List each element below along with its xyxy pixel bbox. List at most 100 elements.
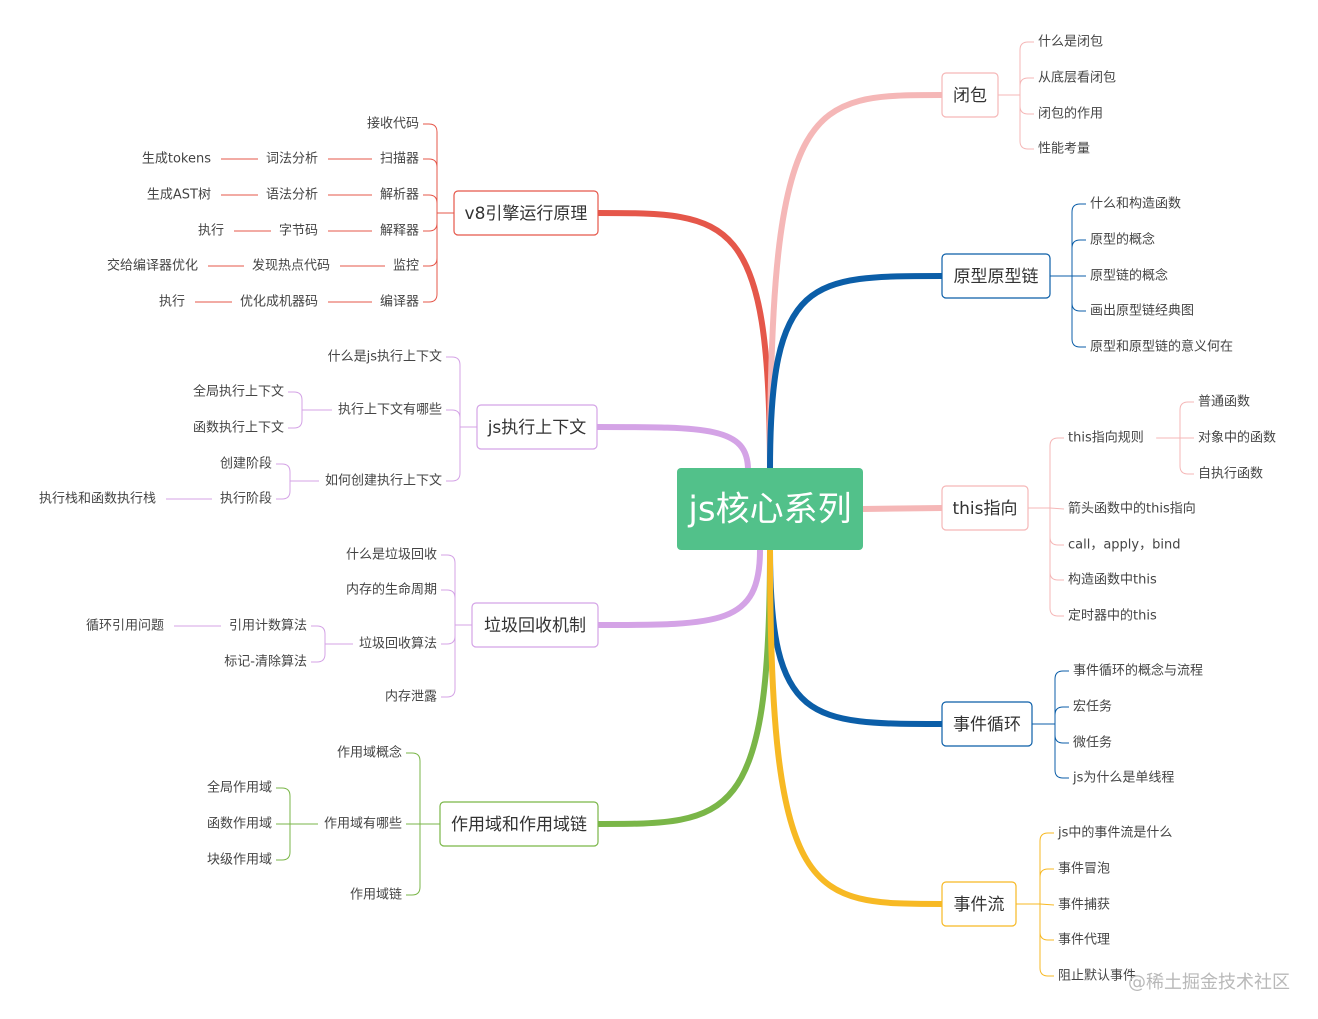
leaf-item: 执行栈和函数执行栈 [39,492,156,507]
subtopic-item: 从底层看闭包 [1038,70,1116,86]
subtopic-item: 什么是垃圾回收 [346,548,437,563]
bracket-connector [441,554,472,698]
root-node[interactable] [677,468,863,550]
topic-this-label: this指向 [952,499,1017,519]
subtopic-item: 阻止默认事件 [1058,968,1136,984]
leaf-item: 发现热点代码 [252,258,330,274]
branch-loop-line [767,547,945,727]
topic-loop-label: 事件循环 [953,715,1021,735]
subtopic-item: this指向规则 [1068,430,1144,446]
subtopic-item: 执行上下文有哪些 [338,403,442,418]
bracket-connector [446,356,477,482]
bracket-connector [276,787,318,861]
bracket-connector [406,752,440,896]
topic-proto[interactable] [941,253,1051,299]
subtopic-item: 什么是js执行上下文 [328,350,442,365]
subtopic-item: 原型的概念 [1090,232,1155,248]
branch-layer [594,92,945,907]
topic-v8-label: v8引擎运行原理 [465,204,588,224]
topic-gc[interactable] [471,602,599,648]
leaf-item: 普通函数 [1198,395,1250,410]
bracket-connector [276,463,319,500]
subtopic-item: 闭包的作用 [1038,106,1103,122]
leaf-item: 词法分析 [266,152,318,167]
leaf-item: 执行阶段 [220,492,272,507]
subtopic-item: js中的事件流是什么 [1057,825,1172,841]
topic-proto-label: 原型原型链 [954,267,1039,287]
branch-this-line [860,505,945,512]
branch-ctx-line [594,424,751,473]
subtopic-item: 定时器中的this [1068,608,1157,624]
topic-v8[interactable] [453,190,599,236]
topic-flow[interactable] [941,881,1017,927]
link-layer [166,41,1194,977]
topic-this[interactable] [941,485,1029,531]
subtopic-item: 扫描器 [380,152,419,167]
leaf-item: 自执行函数 [1198,467,1263,482]
branch-scope-line [595,547,773,827]
subtopic-item: 宏任务 [1073,699,1112,715]
bracket-connector [1156,401,1194,475]
subtopic-item: 事件捕获 [1058,897,1110,913]
subtopic-item: 什么和构造函数 [1090,197,1181,212]
branch-closure-line [767,92,945,473]
subtopic-item: call，apply，bind [1068,538,1180,553]
leaf-item: 字节码 [279,224,318,239]
subtopic-item: 微任务 [1073,735,1112,751]
subtopic-item: 事件循环的概念与流程 [1073,663,1203,679]
topic-ctx-label: js执行上下文 [487,418,587,438]
leaf-item: 循环引用问题 [86,619,164,634]
topic-gc-label: 垃圾回收机制 [484,616,586,636]
topic-closure[interactable] [941,72,999,118]
subtopic-item: 作用域链 [350,888,402,903]
subtopic-item: 原型链的概念 [1090,268,1168,284]
leaf-item: 全局作用域 [207,780,272,796]
bracket-connector [1016,832,1055,977]
branch-v8-line [595,210,773,473]
topic-closure-label: 闭包 [953,86,987,106]
bracket-connector [998,41,1034,150]
topic-ctx[interactable] [476,404,598,450]
subtopic-item: 什么是闭包 [1038,35,1103,50]
subtopic-item: 解析器 [380,188,419,203]
subtopic-item: 箭头函数中的this指向 [1068,501,1196,517]
subtopic-item: 编译器 [380,295,419,310]
leaf-item: 对象中的函数 [1198,430,1276,446]
leaf-item: 函数作用域 [207,817,272,832]
branch-flow-line [767,547,945,907]
topic-scope[interactable] [439,801,599,847]
subtopic-item: js为什么是单线程 [1072,771,1174,786]
leaf-item: 创建阶段 [220,457,272,472]
subtopic-item: 原型和原型链的意义何在 [1090,339,1233,355]
topic-loop[interactable] [941,701,1033,747]
leaf-item: 执行 [159,295,185,310]
subtopic-item: 内存的生命周期 [346,582,437,598]
leaf-item: 执行 [198,224,224,239]
branch-gc-line [595,547,763,628]
leaf-item: 交给编译器优化 [107,258,198,274]
leaf-item: 全局执行上下文 [193,384,284,400]
subtopic-item: 事件代理 [1058,933,1110,948]
leaf-item: 引用计数算法 [229,619,307,634]
subtopic-item: 内存泄露 [385,689,437,705]
subtopic-item: 作用域概念 [337,745,402,761]
subtopic-item: 画出原型链经典图 [1090,304,1194,319]
leaf-item: 优化成机器码 [240,295,318,310]
root-label: js核心系列 [687,490,851,530]
bracket-connector [423,123,454,303]
subtopic-item: 作用域有哪些 [324,817,402,832]
subtopic-item: 性能考量 [1038,142,1090,157]
subtopic-item: 如何创建执行上下文 [325,473,442,489]
subtopic-item: 接收代码 [367,116,419,132]
bracket-connector [311,625,353,663]
branch-proto-line [767,273,945,473]
subtopic-item: 垃圾回收算法 [359,637,437,652]
node-layer: js核心系列v8引擎运行原理接收代码扫描器词法分析生成tokens解析器语法分析… [39,35,1276,984]
subtopic-item: 构造函数中this [1068,573,1157,588]
bracket-connector [1050,203,1086,348]
subtopic-item: 事件冒泡 [1058,862,1110,877]
bracket-connector [1028,437,1065,617]
topic-scope-label: 作用域和作用域链 [451,815,587,835]
leaf-item: 生成AST树 [147,188,211,203]
